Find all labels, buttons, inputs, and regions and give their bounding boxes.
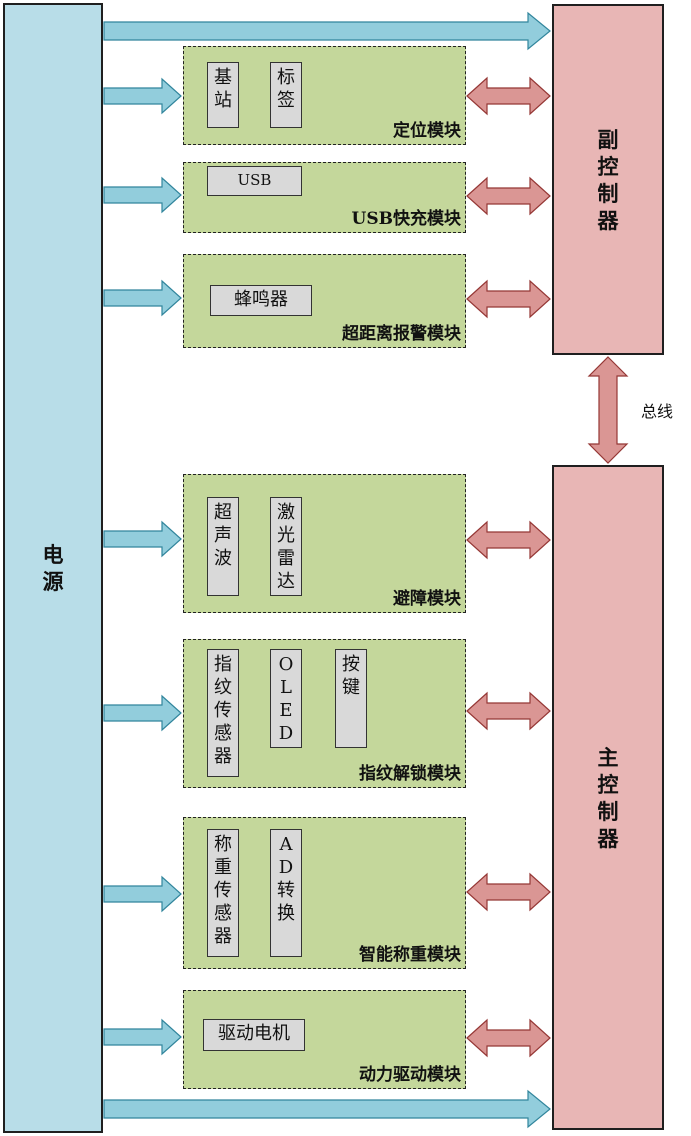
fingerprint-sensor-component: 指 纹 传 感 器 bbox=[207, 649, 239, 777]
oled-component: O L E D bbox=[270, 649, 302, 748]
positioning-controller-arrow bbox=[466, 76, 551, 116]
base-station-component: 基 站 bbox=[207, 62, 239, 128]
fingerprint-controller-arrow bbox=[466, 691, 551, 731]
power-drive-module-title: 动力驱动模块 bbox=[359, 1065, 461, 1085]
power-to-fingerprint-arrow bbox=[103, 694, 182, 732]
drive-motor-component: 驱动电机 bbox=[203, 1019, 305, 1051]
alarm-controller-arrow bbox=[466, 279, 551, 319]
sub-controller-block: 副 控 制 器 bbox=[552, 4, 664, 355]
power-to-obstacle-arrow bbox=[103, 520, 182, 558]
fingerprint-unlock-module-title: 指纹解锁模块 bbox=[359, 764, 461, 784]
obstacle-avoidance-module-title: 避障模块 bbox=[393, 589, 461, 609]
smart-weighing-module: 称 重 传 感 器 A D 转 换 智能称重模块 bbox=[183, 817, 466, 969]
drive-controller-arrow bbox=[466, 1018, 551, 1058]
positioning-module: 基 站 标 签 定位模块 bbox=[183, 46, 466, 145]
fingerprint-unlock-module: 指 纹 传 感 器 O L E D 按 键 指纹解锁模块 bbox=[183, 639, 466, 788]
sub-controller-label: 副 控 制 器 bbox=[597, 126, 619, 233]
alarm-module-title: 超距离报警模块 bbox=[342, 324, 461, 344]
main-controller-block: 主 控 制 器 bbox=[552, 465, 664, 1130]
power-to-alarm-arrow bbox=[103, 279, 182, 317]
ad-converter-component: A D 转 换 bbox=[270, 829, 302, 957]
lidar-component: 激 光 雷 达 bbox=[270, 497, 302, 596]
power-supply-block: 电 源 bbox=[3, 3, 103, 1133]
power-to-drive-arrow bbox=[103, 1018, 182, 1056]
ultrasonic-component: 超 声 波 bbox=[207, 497, 239, 596]
usb-charge-module-title: USB快充模块 bbox=[351, 209, 461, 229]
usb-charge-module: USB USB快充模块 bbox=[183, 162, 466, 233]
power-to-weighing-arrow bbox=[103, 875, 182, 913]
obstacle-avoidance-module: 超 声 波 激 光 雷 达 避障模块 bbox=[183, 474, 466, 613]
power-to-main-controller-arrow bbox=[103, 1089, 551, 1129]
power-supply-label: 电 源 bbox=[42, 542, 64, 594]
tag-component: 标 签 bbox=[270, 62, 302, 128]
weighing-controller-arrow bbox=[466, 872, 551, 912]
positioning-module-title: 定位模块 bbox=[393, 121, 461, 141]
bus-label: 总线 bbox=[641, 404, 674, 421]
alarm-module: 蜂鸣器 超距离报警模块 bbox=[183, 254, 466, 348]
smart-weighing-module-title: 智能称重模块 bbox=[359, 945, 461, 965]
power-drive-module: 驱动电机 动力驱动模块 bbox=[183, 990, 466, 1089]
buzzer-component: 蜂鸣器 bbox=[210, 285, 312, 316]
weight-sensor-component: 称 重 传 感 器 bbox=[207, 829, 239, 957]
power-to-sub-controller-arrow bbox=[103, 11, 551, 51]
button-component: 按 键 bbox=[335, 649, 367, 748]
power-to-positioning-arrow bbox=[103, 77, 182, 115]
obstacle-controller-arrow bbox=[466, 520, 551, 560]
bus-arrow bbox=[587, 356, 629, 464]
usb-charge-controller-arrow bbox=[466, 176, 551, 216]
power-to-usb-charge-arrow bbox=[103, 176, 182, 214]
usb-component: USB bbox=[207, 166, 302, 196]
main-controller-label: 主 控 制 器 bbox=[597, 744, 619, 851]
